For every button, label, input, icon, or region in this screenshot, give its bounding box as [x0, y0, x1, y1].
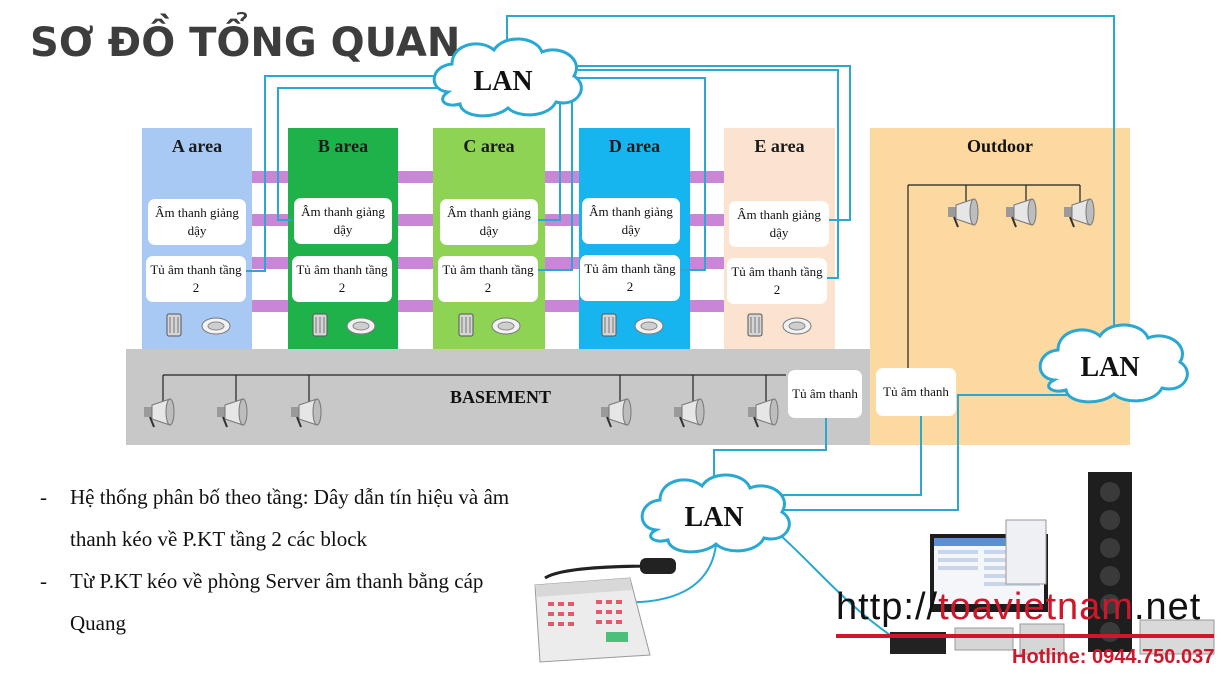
basement-zone [126, 349, 870, 445]
list-item: -Từ P.KT kéo về phòng Server âm thanh bằ… [40, 569, 484, 635]
horn-speaker-icon [216, 398, 248, 428]
horn-speaker-icon [673, 398, 705, 428]
wall-speaker-icon [166, 313, 182, 337]
basement-cabinet-box: Tủ âm thanh [788, 370, 862, 418]
link-band [398, 300, 433, 312]
lan-cloud-right: LAN [1038, 323, 1189, 404]
link-band [690, 300, 724, 312]
lan-cables [246, 15, 1115, 636]
ceiling-speaker-icon [201, 317, 231, 335]
link-band [398, 214, 433, 226]
area-e-cabinet-box: Tủ âm thanh tầng 2 [727, 258, 827, 304]
horn-speaker-icon [747, 398, 779, 428]
wall-speaker-icon [601, 313, 617, 337]
basement-label: BASEMENT [450, 387, 552, 407]
paging-microphone-console [534, 558, 676, 663]
ceiling-speaker-icon [634, 317, 664, 335]
area-a-cabinet-box: Tủ âm thanh tầng 2 [146, 256, 246, 302]
link-band [545, 171, 579, 183]
wall-speaker-icon [458, 313, 474, 337]
link-band [398, 171, 433, 183]
lan-cloud-bottom: LAN [640, 473, 791, 554]
link-band [545, 214, 579, 226]
lan-bottom-label: LAN [684, 502, 743, 533]
area-a-label: A area [171, 136, 223, 156]
link-band [545, 257, 579, 269]
area-d-label: D area [608, 136, 661, 156]
area-a-teaching-audio-box: Âm thanh giảng dậy [148, 199, 246, 245]
notes-list: -Hệ thống phân bố theo tầng: Dây dẫn tín… [40, 476, 520, 644]
area-b-label: B area [317, 136, 369, 156]
horn-speaker-icon [1063, 198, 1095, 228]
server-equipment [890, 472, 1215, 655]
link-band [252, 257, 288, 269]
area-d-teaching-audio-box: Âm thanh giảng dậy [582, 198, 680, 244]
lan-cloud-top: LAN [432, 37, 583, 118]
area-b-cabinet-box: Tủ âm thanh tầng 2 [292, 256, 392, 302]
lan-top-label: LAN [473, 66, 532, 97]
area-e-label: E area [754, 136, 805, 156]
area-b-teaching-audio-box: Âm thanh giảng dậy [294, 198, 392, 244]
area-c-label: C area [463, 136, 515, 156]
area-e-teaching-audio-box: Âm thanh giảng dậy [729, 201, 829, 247]
link-band [398, 257, 433, 269]
lan-right-label: LAN [1080, 352, 1139, 383]
link-band [252, 300, 288, 312]
watermark-hotline: Hotline: 0944.750.037 [1012, 646, 1215, 668]
wall-speaker-icon [312, 313, 328, 337]
area-c-cabinet-box: Tủ âm thanh tầng 2 [438, 256, 538, 302]
watermark-url: http://toavietnam.net [836, 586, 1202, 628]
ceiling-speaker-icon [346, 317, 376, 335]
horn-speaker-icon [600, 398, 632, 428]
area-d-cabinet-box: Tủ âm thanh tầng 2 [580, 255, 680, 301]
outdoor-cabinet-box: Tủ âm thanh [876, 368, 956, 416]
list-item: -Hệ thống phân bố theo tầng: Dây dẫn tín… [40, 485, 510, 551]
link-band [690, 257, 724, 269]
link-band [690, 214, 724, 226]
page-title: SƠ ĐỒ TỔNG QUAN [30, 20, 461, 66]
link-band [545, 300, 579, 312]
horn-speaker-icon [1005, 198, 1037, 228]
horn-speaker-icon [290, 398, 322, 428]
watermark-underline [836, 634, 1214, 638]
ceiling-speaker-icon [782, 317, 812, 335]
horn-speaker-icon [143, 398, 175, 428]
horn-speaker-icon [947, 198, 979, 228]
outdoor-label: Outdoor [966, 136, 1033, 156]
ceiling-speaker-icon [491, 317, 521, 335]
wall-speaker-icon [747, 313, 763, 337]
area-c-teaching-audio-box: Âm thanh giảng dậy [440, 199, 538, 245]
speaker-wiring [162, 184, 1081, 405]
link-band [690, 171, 724, 183]
